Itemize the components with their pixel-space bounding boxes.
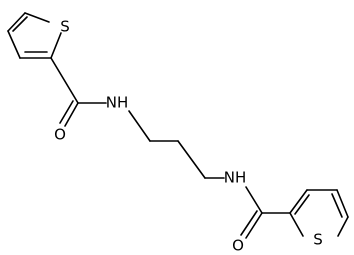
atom-label-oxygen-left: O xyxy=(54,126,66,144)
bond xyxy=(24,12,50,23)
bond xyxy=(128,110,151,142)
bond xyxy=(12,16,28,32)
left-thiophene-ring xyxy=(7,12,62,59)
bond xyxy=(294,194,310,215)
bond xyxy=(7,12,26,32)
bond xyxy=(245,212,263,239)
bond xyxy=(245,186,263,214)
bond xyxy=(7,30,21,59)
atom-label-nh-left: NH xyxy=(106,94,129,112)
bond xyxy=(50,57,79,104)
atom-label-sulfur-right: S xyxy=(313,231,323,249)
bond xyxy=(336,189,349,218)
bond xyxy=(289,212,304,237)
bond xyxy=(289,189,308,214)
right-thiophene-ring xyxy=(289,189,349,237)
bond xyxy=(177,140,206,179)
bond xyxy=(59,100,74,124)
atom-label-oxygen-right: O xyxy=(232,237,244,255)
bond xyxy=(337,216,349,237)
bond xyxy=(240,210,258,236)
atom-label-sulfur-left: S xyxy=(60,18,70,36)
bond xyxy=(50,32,62,59)
atom-label-nh-right: NH xyxy=(224,169,247,187)
bond xyxy=(331,193,343,218)
linker-and-amides xyxy=(50,57,291,239)
bond xyxy=(64,102,79,127)
